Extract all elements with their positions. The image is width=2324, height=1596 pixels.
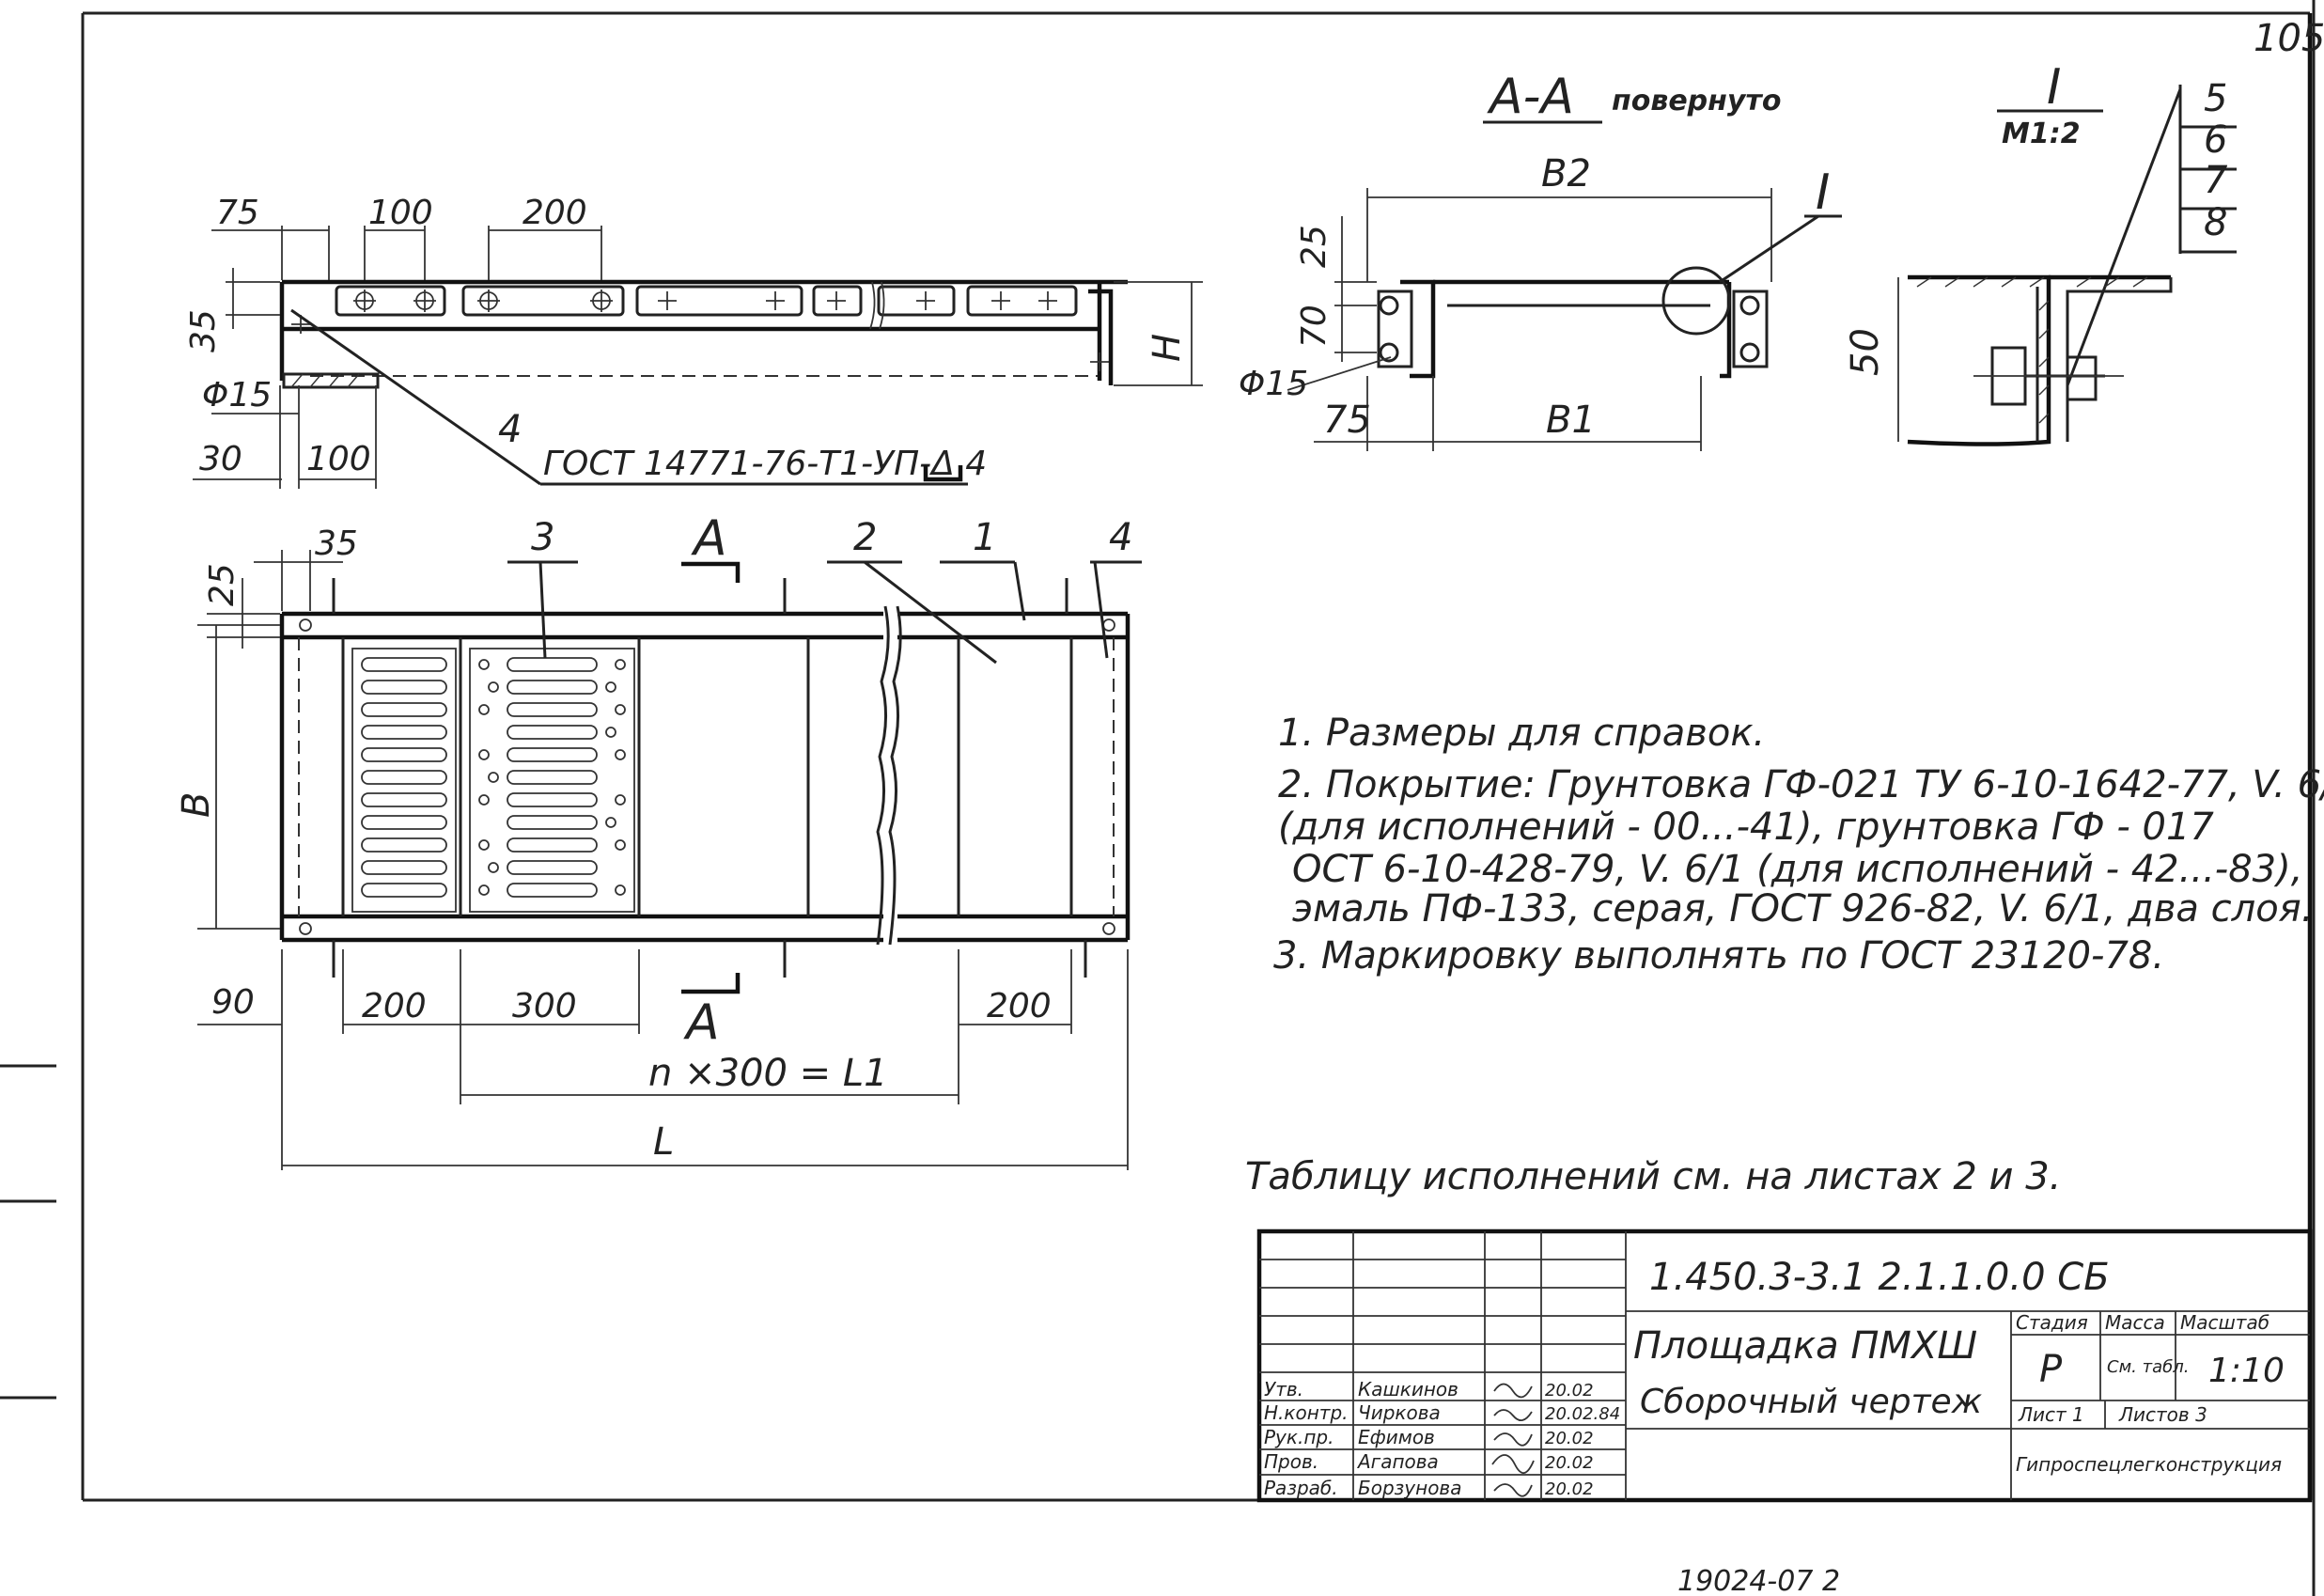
dim-75: 75 (216, 194, 259, 232)
section-aa-subtitle: повернуто (1612, 85, 1781, 117)
dim-phi15: Φ15 (202, 376, 272, 415)
name-approved: Кашкинов (1358, 1378, 1458, 1400)
date-developed: 20.02 (1545, 1479, 1594, 1499)
sheet-value: Лист 1 (2018, 1403, 2084, 1426)
doc-code: 1.450.3-3.1 2.1.1.0.0 СБ (1649, 1256, 2110, 1299)
callout-2: 2 (853, 516, 877, 559)
callout-5: 5 (2204, 77, 2227, 120)
dim-b: B (175, 792, 218, 818)
callout-6: 6 (2204, 118, 2227, 162)
weld-callout: ГОСТ 14771-76-Т1-УП-Δ 4 (543, 445, 987, 483)
section-aa-title: А-А (1487, 69, 1574, 125)
dim-h: H (1146, 334, 1189, 362)
stage-label: Стадия (2016, 1311, 2088, 1334)
name-developed: Борзунова (1358, 1477, 1461, 1499)
dim-50: 50 (1844, 328, 1887, 376)
dim-90: 90 (211, 983, 255, 1022)
role-approved: Утв. (1264, 1378, 1303, 1400)
note-3: 3. Маркировку выполнять по ГОСТ 23120-78… (1273, 934, 2164, 978)
dim-n-l1: n ×300 = L1 (648, 1052, 888, 1095)
dim-30: 30 (199, 440, 242, 478)
scale-label: Масштаб (2180, 1311, 2269, 1334)
ref-mark-i: I (1816, 164, 1830, 221)
sheets-value: Листов 3 (2118, 1403, 2207, 1426)
detail-i: I М1:2 5 6 7 8 50 (1844, 59, 2237, 446)
callout-4: 4 (1109, 516, 1132, 559)
role-norm-control: Н.контр. (1264, 1401, 1349, 1424)
stage-value: Р (2039, 1348, 2063, 1391)
sheet-number: 105 (2254, 17, 2324, 60)
dim-35: 35 (184, 309, 223, 352)
notes: 1. Размеры для справок. 2. Покрытие: Гру… (1245, 712, 2324, 1198)
bottom-fragment: 19024-07 2 (1677, 1565, 1840, 1596)
role-developed: Разраб. (1264, 1477, 1338, 1499)
detail-i-title: I (2047, 59, 2061, 116)
weld-mark: 4 (498, 408, 522, 451)
dim-300: 300 (512, 987, 577, 1025)
callout-3: 3 (531, 516, 554, 559)
role-project-lead: Рук.пр. (1264, 1426, 1334, 1448)
note-2-line-4: эмаль ПФ-133, серая, ГОСТ 926-82, V. 6/1… (1292, 887, 2313, 931)
dim-70: 70 (1295, 305, 1334, 348)
callout-7: 7 (2204, 159, 2228, 202)
dim-100: 100 (368, 194, 433, 232)
dim-200: 200 (523, 194, 587, 232)
dim-25-plan: 25 (203, 563, 242, 606)
detail-i-scale: М1:2 (2002, 117, 2081, 150)
scale-value: 1:10 (2208, 1352, 2285, 1390)
dim-200-left: 200 (362, 987, 427, 1025)
note-1: 1. Размеры для справок. (1278, 712, 1765, 755)
dim-200-right: 200 (987, 987, 1052, 1025)
drawing-type: Сборочный чертеж (1640, 1383, 1983, 1421)
dim-25: 25 (1295, 225, 1334, 268)
note-2: 2. Покрытие: Грунтовка ГФ-021 ТУ 6-10-16… (1278, 763, 2324, 806)
date-project-lead: 20.02 (1545, 1429, 1594, 1448)
section-mark-bottom: А (683, 994, 720, 1051)
role-checked: Пров. (1264, 1450, 1318, 1473)
plan-view: 35 25 B 90 200 300 200 n ×300 = L1 L (175, 510, 1142, 1170)
dim-phi15-aa: Φ15 (1239, 365, 1308, 403)
name-checked: Агапова (1356, 1450, 1439, 1473)
dim-75-aa: 75 (1323, 399, 1371, 442)
dim-35-plan: 35 (315, 524, 358, 563)
dim-l: L (653, 1120, 674, 1164)
name-project-lead: Ефимов (1358, 1426, 1435, 1448)
date-approved: 20.02 (1545, 1381, 1594, 1400)
table-reference: Таблицу исполнений см. на листах 2 и 3. (1245, 1155, 2061, 1198)
section-aa: А-А повернуто B2 25 70 Φ15 75 B1 (1239, 69, 1842, 451)
organization: Гипроспецлегконструкция (2016, 1453, 2282, 1476)
date-norm-control: 20.02.84 (1545, 1404, 1620, 1424)
date-checked: 20.02 (1545, 1453, 1594, 1473)
top-view: 75 100 200 35 Φ15 30 100 H ГОСТ 14771-76… (184, 194, 1203, 489)
mass-value: См. табл. (2107, 1357, 2189, 1377)
dim-b1: B1 (1546, 399, 1596, 442)
title-block: 1.450.3-3.1 2.1.1.0.0 СБ Площадка ПМХШ С… (1256, 1228, 2313, 1596)
dim-b2: B2 (1541, 152, 1591, 196)
name-norm-control: Чиркова (1358, 1401, 1441, 1424)
mass-label: Масса (2105, 1311, 2165, 1334)
section-mark-top: А (691, 510, 727, 567)
dim-100-bottom: 100 (306, 440, 371, 478)
note-2-line-2: (для исполнений - 00...-41), грунтовка Г… (1278, 806, 2214, 849)
callout-1: 1 (973, 516, 996, 559)
note-2-line-3: ОСТ 6-10-428-79, V. 6/1 (для исполнений … (1292, 848, 2302, 891)
drawing-name: Площадка ПМХШ (1633, 1324, 1977, 1368)
signatures (1491, 1383, 1535, 1497)
callout-8: 8 (2204, 201, 2227, 244)
